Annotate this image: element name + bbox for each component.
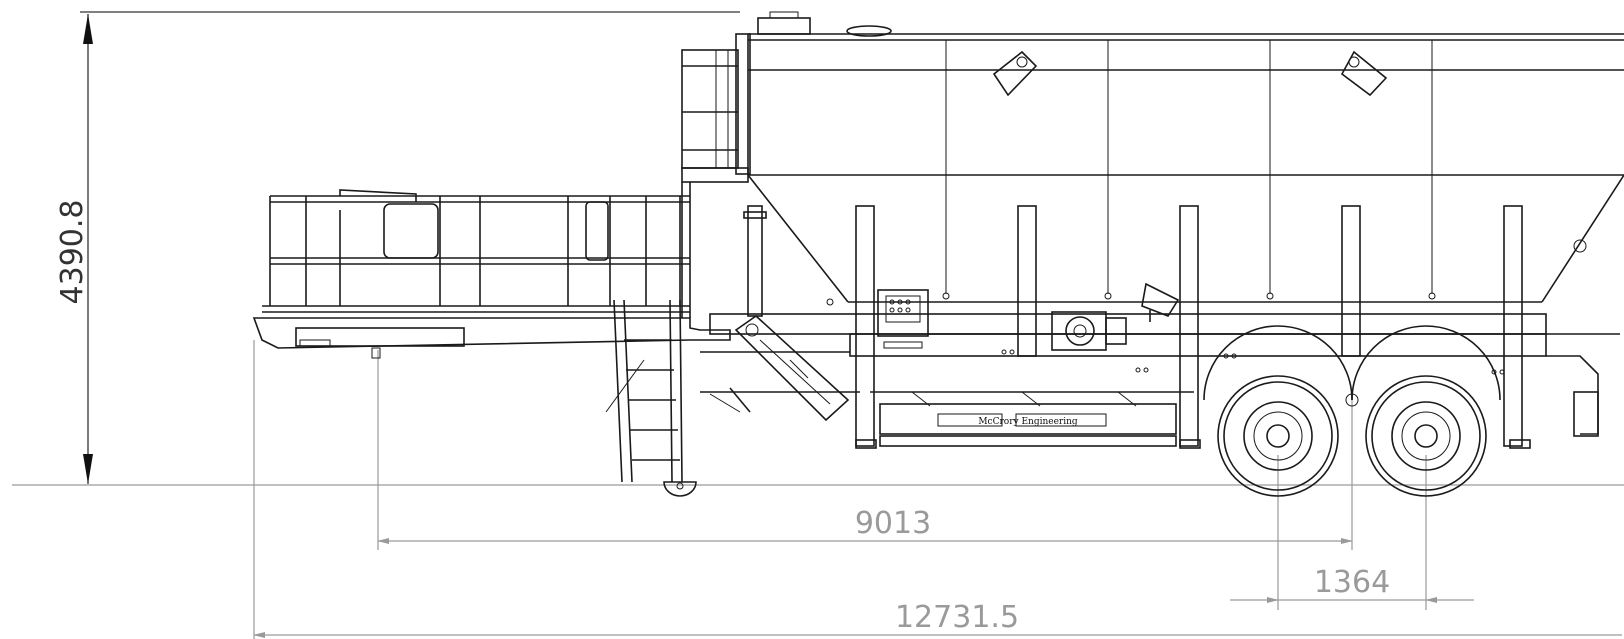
rear-axle-wheel — [1351, 325, 1501, 497]
manufacturer-branding: McCrory Engineering — [978, 417, 1078, 427]
auger-motor — [1051, 311, 1127, 351]
suspension-pivot — [1345, 393, 1359, 407]
chassis-fittings — [826, 298, 1505, 375]
axle-to-support-dimension — [377, 350, 1353, 550]
overall-length-label: 12731.5 — [895, 600, 1019, 635]
inlet-funnel — [1141, 282, 1180, 322]
overall-length-dimension — [253, 340, 1622, 639]
silo-body — [735, 11, 1624, 303]
front-axle-wheel — [1203, 325, 1353, 497]
upper-ladder — [681, 49, 767, 318]
access-stairs — [605, 299, 741, 497]
main-chassis — [700, 313, 1620, 449]
axle-to-support-label: 9013 — [855, 506, 931, 541]
axle-spacing-label: 1364 — [1314, 565, 1390, 600]
control-box — [877, 289, 929, 349]
platform-handrail — [269, 189, 690, 306]
axle-spacing-dimension — [1230, 455, 1474, 610]
height-dimension — [80, 11, 740, 484]
discharge-chute — [729, 314, 850, 422]
height-dimension-label: 4390.8 — [55, 200, 90, 305]
platform-deck — [252, 305, 731, 359]
